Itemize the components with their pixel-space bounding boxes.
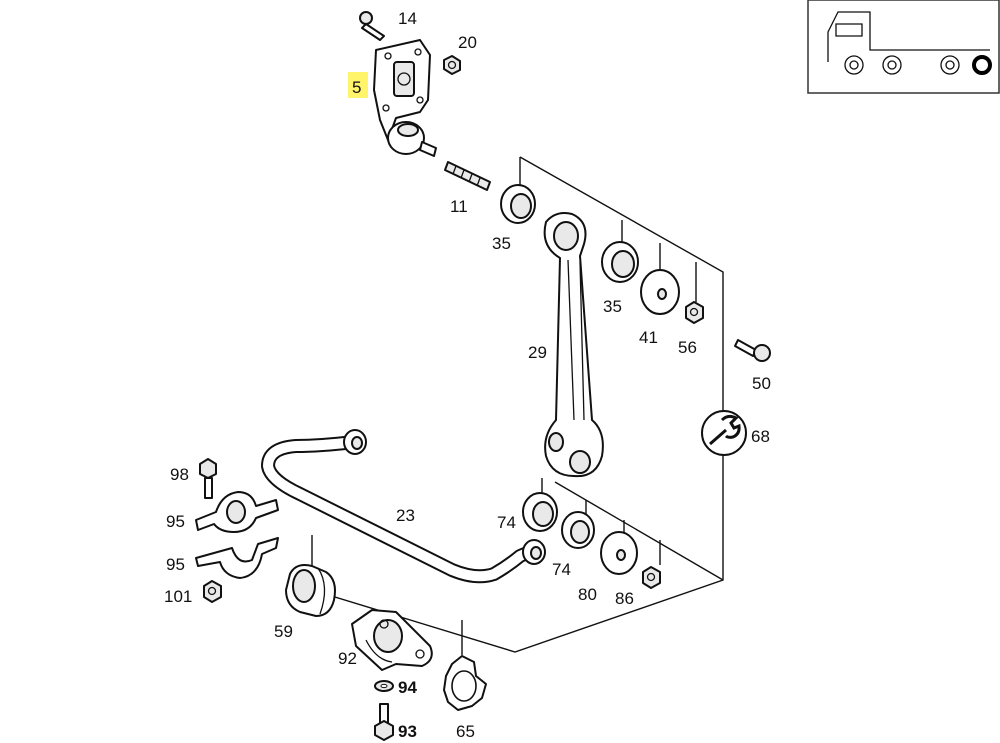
label-56[interactable]: 56 (678, 338, 697, 357)
assembly-bracket (311, 156, 724, 655)
label-74-lower[interactable]: 74 (552, 560, 571, 579)
label-41[interactable]: 41 (639, 328, 658, 347)
label-95-lower[interactable]: 95 (166, 555, 185, 574)
nut-101[interactable] (203, 580, 222, 603)
label-68[interactable]: 68 (751, 427, 770, 446)
label-5[interactable]: 5 (352, 78, 361, 97)
label-23[interactable]: 23 (396, 506, 415, 525)
wrench-icon (701, 410, 747, 456)
bushing-74-upper[interactable] (522, 492, 558, 532)
bolt-50[interactable] (734, 339, 771, 362)
washer-80[interactable] (600, 531, 638, 575)
label-29[interactable]: 29 (528, 343, 547, 362)
label-86[interactable]: 86 (615, 589, 634, 608)
label-50[interactable]: 50 (752, 374, 771, 393)
truck-axle-icon (807, 0, 1000, 94)
bearing-bracket-92[interactable] (351, 609, 433, 671)
label-11[interactable]: 11 (450, 197, 468, 216)
stud-11[interactable] (444, 161, 491, 191)
label-35-right[interactable]: 35 (603, 297, 622, 316)
label-94[interactable]: 94 (398, 678, 417, 697)
rubber-bushing-59[interactable] (285, 564, 336, 617)
label-14[interactable]: 14 (398, 9, 417, 28)
bushing-74-lower[interactable] (561, 511, 595, 549)
label-95-upper[interactable]: 95 (166, 512, 185, 531)
label-74-upper[interactable]: 74 (497, 513, 516, 532)
nut-56[interactable] (685, 301, 704, 324)
label-98[interactable]: 98 (170, 465, 189, 484)
link-rod-29[interactable] (543, 212, 604, 478)
stabilizer-bar-23[interactable] (261, 429, 546, 584)
label-59[interactable]: 59 (274, 622, 293, 641)
bushing-35-right[interactable] (601, 241, 639, 283)
bolt-93[interactable] (374, 703, 394, 741)
nut-86[interactable] (642, 566, 661, 589)
label-93[interactable]: 93 (398, 722, 417, 741)
label-35-upper[interactable]: 35 (492, 234, 511, 253)
highlight-marker (348, 72, 368, 98)
label-80[interactable]: 80 (578, 585, 597, 604)
retaining-ring-65[interactable] (443, 655, 487, 711)
label-101[interactable]: 101 (164, 587, 192, 606)
bushing-35-upper[interactable] (500, 184, 536, 224)
bolt-14[interactable] (359, 11, 385, 41)
label-65[interactable]: 65 (456, 722, 475, 741)
washer-41[interactable] (640, 269, 680, 315)
nut-20[interactable] (443, 55, 461, 75)
bracket-5[interactable] (373, 39, 437, 157)
clamp-95-lower[interactable] (195, 537, 279, 579)
label-20[interactable]: 20 (458, 33, 477, 52)
label-92[interactable]: 92 (338, 649, 357, 668)
bolt-98[interactable] (199, 458, 217, 499)
washer-94[interactable] (374, 680, 394, 692)
clamp-95-upper[interactable] (195, 491, 279, 533)
